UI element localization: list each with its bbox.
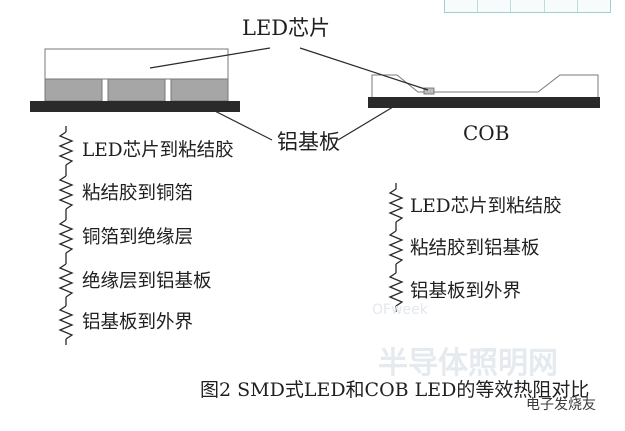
smd-resistor-label-1: LED芯片到粘结胶 bbox=[82, 140, 234, 161]
figure-caption: 图2 SMD式LED和COB LED的等效热阻对比 bbox=[200, 379, 590, 401]
cob-label: COB bbox=[463, 121, 510, 145]
cob-package bbox=[368, 74, 600, 108]
cob-chip bbox=[423, 87, 435, 95]
resistor-zigzag bbox=[388, 230, 404, 265]
chip-leader-line-cob bbox=[299, 47, 429, 91]
aluminum-substrate-label: 铝基板 bbox=[277, 130, 340, 154]
chip-leader-line bbox=[149, 47, 271, 69]
cob-resistor-chain bbox=[388, 183, 404, 312]
resistor-zigzag bbox=[58, 219, 74, 254]
top-toolbar bbox=[444, 0, 611, 13]
toolbar-button[interactable] bbox=[545, 0, 578, 12]
watermark: 半导体照明网 bbox=[378, 346, 558, 381]
smd-resistor-label-3: 铜箔到绝缘层 bbox=[82, 227, 194, 248]
smd-package bbox=[30, 48, 240, 112]
resistor-zigzag bbox=[58, 263, 74, 298]
toolbar-button[interactable] bbox=[478, 0, 512, 12]
cob-aluminum-substrate bbox=[368, 97, 600, 108]
smd-resistor-chain bbox=[58, 126, 74, 345]
cob-lens-outline bbox=[371, 74, 599, 97]
cob-resistor-label-3: 铝基板到外界 bbox=[410, 281, 522, 302]
smd-chip-left bbox=[44, 78, 103, 102]
smd-resistor-label-5: 铝基板到外界 bbox=[82, 312, 194, 333]
substrate-leader-line-cob bbox=[337, 103, 399, 141]
leader-lines bbox=[149, 47, 429, 141]
smd-resistor-label-2: 粘结胶到铜箔 bbox=[82, 183, 194, 204]
smd-aluminum-substrate bbox=[30, 101, 240, 112]
smd-chip-right bbox=[170, 78, 229, 102]
substrate-leader-line bbox=[204, 105, 273, 141]
watermark-small: OFweek bbox=[372, 302, 428, 318]
cob-resistor-label-2: 粘结胶到铝基板 bbox=[410, 238, 540, 259]
toolbar-button[interactable] bbox=[445, 0, 479, 12]
smd-chip-middle bbox=[107, 78, 166, 102]
resistor-zigzag bbox=[388, 188, 404, 223]
cob-resistor-label-1: LED芯片到粘结胶 bbox=[410, 196, 562, 217]
led-chip-label: LED芯片 bbox=[242, 16, 331, 40]
brand-logo-text: 电子发烧友 bbox=[526, 397, 596, 413]
resistor-zigzag bbox=[58, 131, 74, 166]
resistor-zigzag bbox=[58, 305, 74, 340]
smd-resistor-label-4: 绝缘层到铝基板 bbox=[82, 271, 212, 292]
resistor-zigzag bbox=[388, 272, 404, 307]
toolbar-button[interactable] bbox=[511, 0, 545, 12]
smd-lens-outline bbox=[44, 48, 229, 80]
resistor-zigzag bbox=[58, 175, 74, 210]
